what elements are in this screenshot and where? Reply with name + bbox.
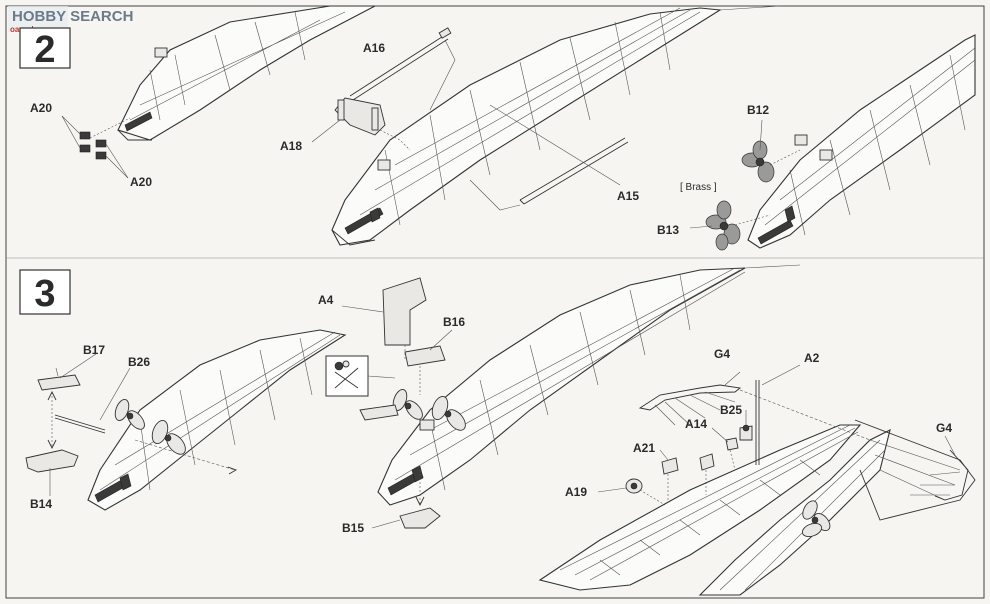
watermark-brand: HOBBY SEARCH (12, 8, 133, 25)
step3-right-propeller (801, 500, 831, 538)
label-a19: A19 (565, 485, 587, 499)
label-a21: A21 (633, 441, 655, 455)
label-b15: B15 (342, 521, 364, 535)
step3-a4-rudder (341, 277, 427, 360)
step3-small-parts (597, 410, 753, 506)
step3-b15-part (371, 470, 441, 529)
label-a20-bottom: A20 (130, 175, 152, 189)
label-b14: B14 (30, 497, 52, 511)
label-g4-right: G4 (936, 421, 952, 435)
step3-hull-left (87, 329, 347, 511)
step-3-box: 3 (19, 269, 71, 315)
label-a16: A16 (363, 41, 385, 55)
label-b13: B13 (657, 223, 679, 237)
step-3-number: 3 (34, 273, 55, 315)
label-b16: B16 (443, 315, 465, 329)
step-3-frame (19, 269, 71, 315)
step2-hull-right (747, 34, 976, 249)
step2-a20-parts (61, 115, 131, 179)
step-2-box: 2 (19, 27, 71, 71)
step2-a16-rail (349, 27, 456, 111)
step3-left-propellers (114, 399, 186, 455)
step2-b13-propeller (689, 200, 771, 251)
step-2-number: 2 (34, 29, 55, 71)
label-g4-left: G4 (714, 347, 730, 361)
label-b12: B12 (747, 103, 769, 117)
step2-hull-center (331, 5, 781, 246)
step2-a15-rods (469, 104, 629, 211)
step3-a2-mast (755, 364, 801, 465)
label-a4: A4 (318, 293, 334, 307)
sheet-frame (5, 5, 985, 599)
step3-right-deck (538, 419, 976, 596)
step3-b17-b14-parts (25, 353, 131, 496)
step3-hull-center (377, 264, 801, 506)
label-a15: A15 (617, 189, 639, 203)
label-brass: [ Brass ] (680, 182, 717, 193)
scissors-icon (325, 355, 396, 397)
step-2-frame (19, 27, 71, 69)
step3-b16-part (404, 329, 453, 395)
step2-hull-left (117, 5, 376, 141)
step3-g4-left-rail (638, 371, 871, 441)
label-b17: B17 (83, 343, 105, 357)
step3-g4-right-rail (910, 435, 969, 501)
label-a20-top: A20 (30, 101, 52, 115)
label-a18: A18 (280, 139, 302, 153)
label-b25: B25 (720, 403, 742, 417)
step2-a18-bracket (311, 97, 411, 151)
step2-b12-propeller (741, 119, 801, 183)
label-a2: A2 (804, 351, 820, 365)
step3-center-propellers (359, 389, 466, 431)
label-a14: A14 (685, 417, 707, 431)
label-b26: B26 (128, 355, 150, 369)
